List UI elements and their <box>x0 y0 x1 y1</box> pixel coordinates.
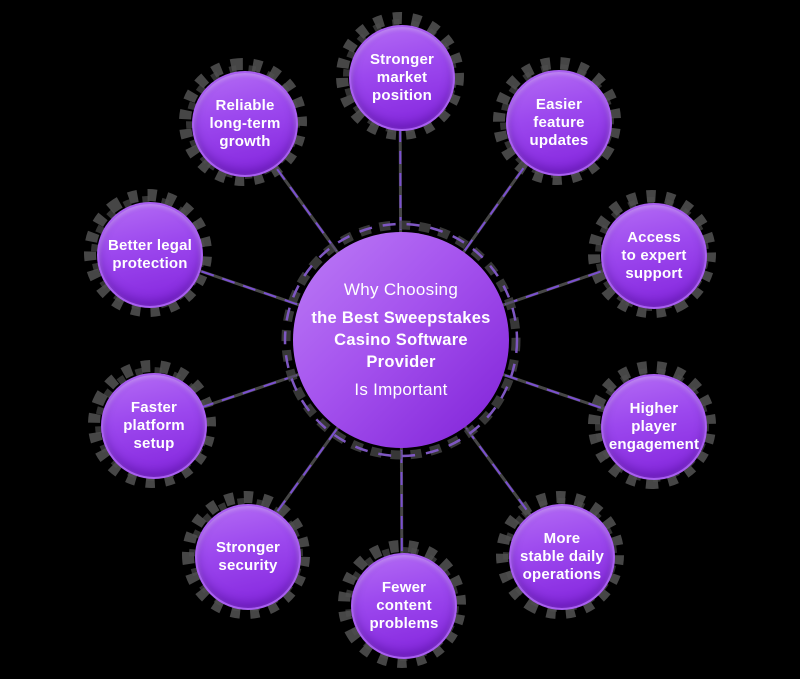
node-label-line: updates <box>529 132 589 150</box>
node-label-line: Stronger <box>215 538 281 556</box>
node-label-line: Easier <box>535 95 583 113</box>
node-halo-ring <box>182 491 310 620</box>
node-label-line: feature <box>533 113 585 131</box>
node-label-line: More <box>543 529 581 547</box>
node-halo-ring <box>179 58 307 186</box>
center-label-bold-line: Provider <box>366 353 436 372</box>
node-label-line: security <box>218 557 278 574</box>
node-label-line: growth <box>219 133 271 151</box>
node-halo-ring <box>87 360 216 489</box>
node-label-line: player <box>631 417 677 435</box>
node-label-line: engagement <box>608 436 700 454</box>
center-label-bottom: Is Important <box>354 380 448 400</box>
node-halo-ring <box>496 491 624 619</box>
node-halo-ring <box>588 190 716 318</box>
node-label-line: operations <box>522 566 602 584</box>
node-label-line: problems <box>369 615 439 633</box>
node-halo-ring <box>345 547 459 661</box>
node-label-line: setup <box>133 435 175 453</box>
node-halo-ring <box>84 188 212 317</box>
node-label-line: Higher <box>629 399 679 417</box>
center-label-bold-line: the Best Sweepstakes <box>311 308 491 327</box>
node-label-line: Better legal <box>107 236 193 254</box>
node-label-line: content <box>376 596 432 614</box>
node-label-line: stable daily <box>519 547 605 565</box>
node-halo-ring <box>493 57 621 185</box>
node-label-line: long-term <box>209 114 281 132</box>
node-label-line: Access <box>627 228 681 246</box>
node-label-line: Fewer <box>381 578 427 596</box>
node-label-line: to expert <box>621 246 687 264</box>
node-halo-ring <box>336 12 464 140</box>
center-label-top: Why Choosing <box>343 279 459 299</box>
center-dashed-ring <box>283 222 519 458</box>
node-label-line: Reliable <box>215 96 275 114</box>
node-label-line: support <box>625 265 683 283</box>
node-label-line: protection <box>112 255 188 272</box>
node-label-line: platform <box>123 416 185 434</box>
center-circle: Why Choosing the Best Sweepstakes Casino… <box>293 232 509 448</box>
node-label-line: Stronger <box>369 50 435 68</box>
node-label-line: market <box>376 68 428 86</box>
node-label-line: Faster <box>130 398 178 416</box>
center-label-bold-line: Casino Software <box>334 330 468 349</box>
node-halo-ring <box>338 540 466 668</box>
node-label-line: position <box>372 87 432 105</box>
node-halo-ring <box>588 361 716 489</box>
